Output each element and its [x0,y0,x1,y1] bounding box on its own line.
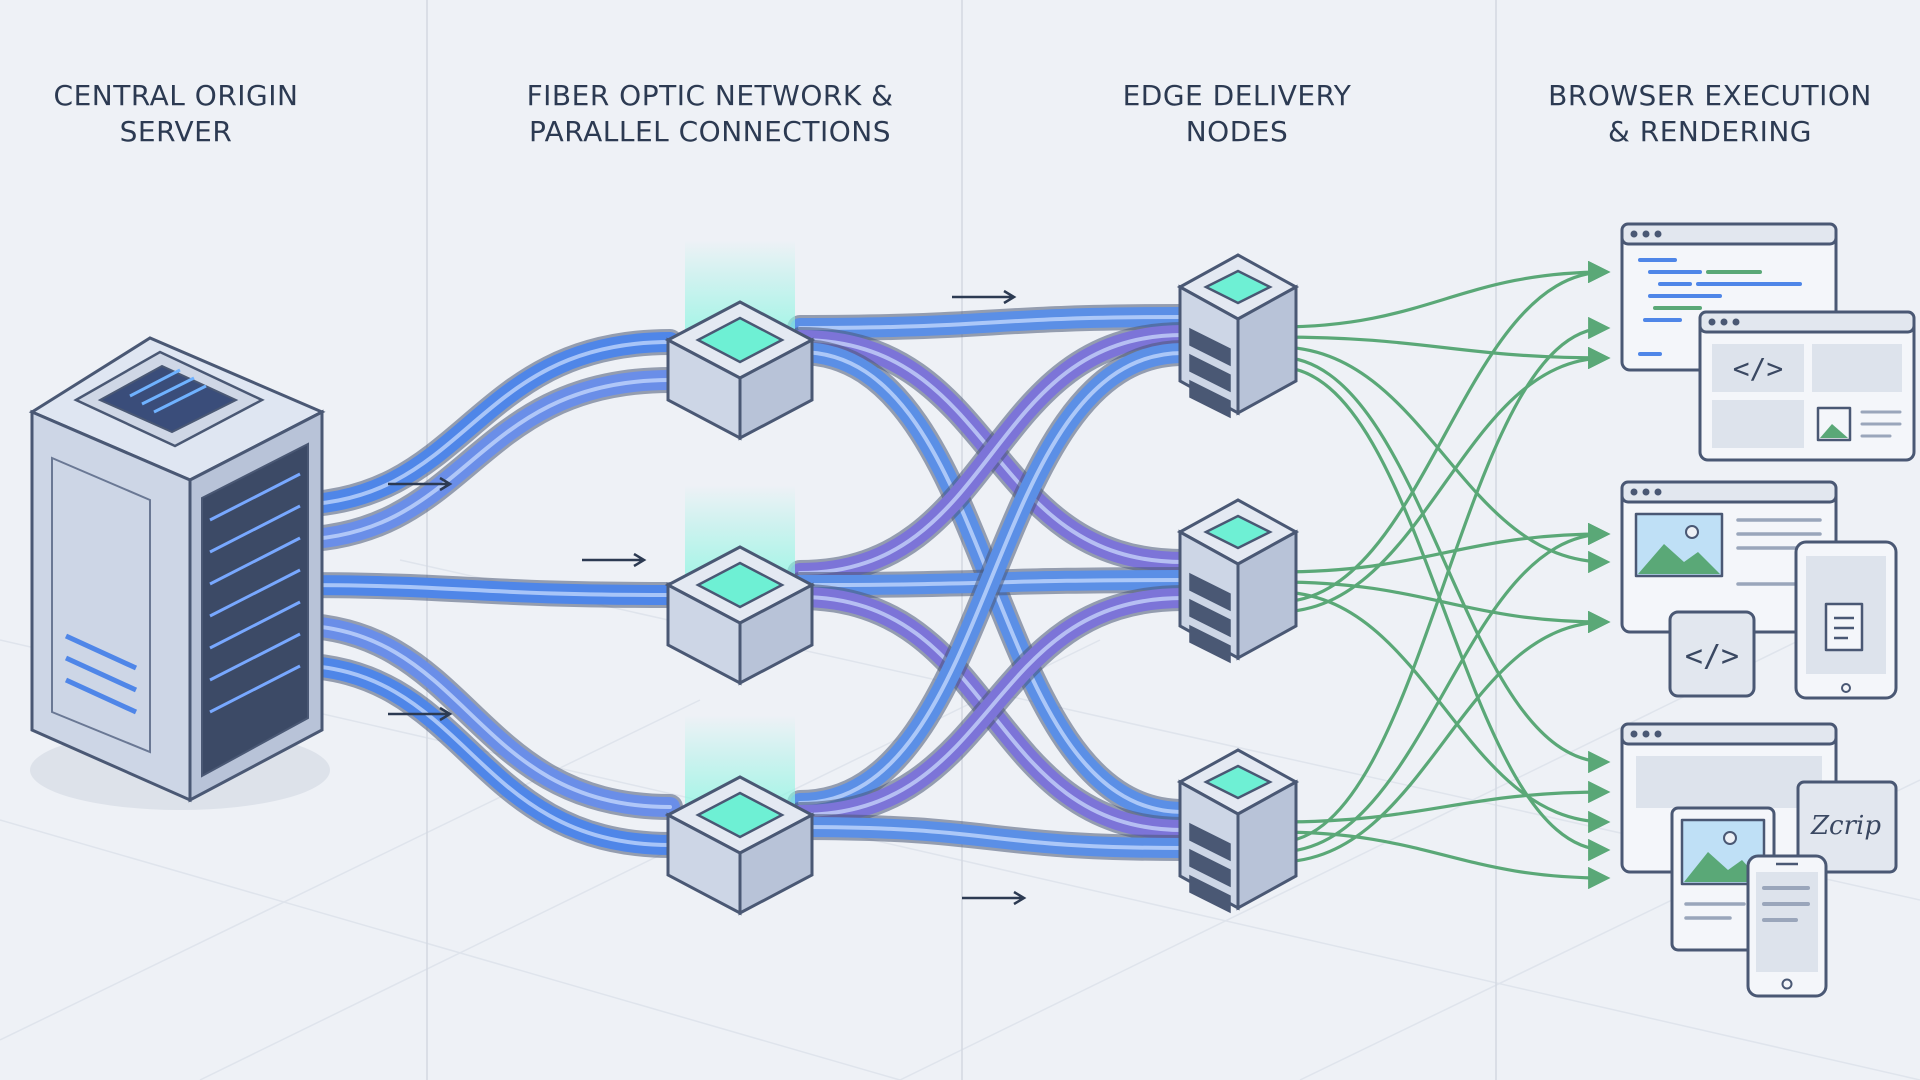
green-link-1 [1277,335,1611,370]
green-link-9 [1277,346,1611,614]
fiber-origin-3 [277,612,683,820]
fiber-origin-1 [277,367,683,553]
green-link-12 [1277,316,1611,844]
phone-device [1746,854,1828,998]
green-link-11 [1277,830,1611,890]
edge-node-1 [1176,498,1300,664]
fiber-cables-origin [277,329,683,858]
script-label: Zcrip [1810,811,1881,841]
fiber-hub-0 [664,240,816,441]
fiber-mesh-7 [787,585,1196,828]
green-link-4 [1277,365,1611,862]
green-link-10 [1277,780,1611,824]
fiber-origin-4 [277,652,683,858]
browser-rendering-group: </> </> [1620,222,1916,998]
background-grid [0,559,1920,1080]
origin-server [28,336,330,810]
green-link-2 [1277,345,1611,574]
code-card: </> [1668,610,1756,698]
fiber-hub-2 [664,715,816,916]
green-link-3 [1277,355,1611,774]
edge-node-2 [1176,748,1300,914]
column-title-fiber: FIBER OPTIC NETWORK &PARALLEL CONNECTION… [526,79,894,148]
green-link-8 [1277,260,1611,604]
code-tag-glyph-2: </> [1685,639,1739,674]
fiber-mesh-6 [787,340,1196,816]
fiber-mesh-8 [787,814,1196,861]
fiber-hubs [664,240,816,916]
script-card: Zcrip [1796,780,1898,874]
fiber-mesh-0 [787,304,1196,341]
edge-delivery-nodes [1176,253,1300,914]
fiber-origin-2 [277,572,683,608]
fiber-mesh-3 [787,322,1196,586]
fiber-origin-0 [277,329,683,518]
green-link-14 [1277,610,1611,864]
green-link-7 [1277,590,1611,834]
browser-window-bottom [1620,722,1838,874]
green-link-6 [1277,580,1611,634]
green-link-5 [1277,522,1611,574]
tablet-device [1794,540,1898,700]
green-link-13 [1277,522,1611,854]
fiber-cables-mesh [787,304,1196,861]
browser-window-layout: </> [1698,310,1916,462]
edge-to-browser-links [1277,260,1611,890]
code-tag-glyph: </> [1733,352,1784,385]
fiber-hub-1 [664,485,816,686]
green-link-0 [1277,260,1611,329]
column-title-browser: BROWSER EXECUTION& RENDERING [1548,79,1872,148]
flow-arrows [388,289,1027,906]
edge-node-0 [1176,253,1300,419]
